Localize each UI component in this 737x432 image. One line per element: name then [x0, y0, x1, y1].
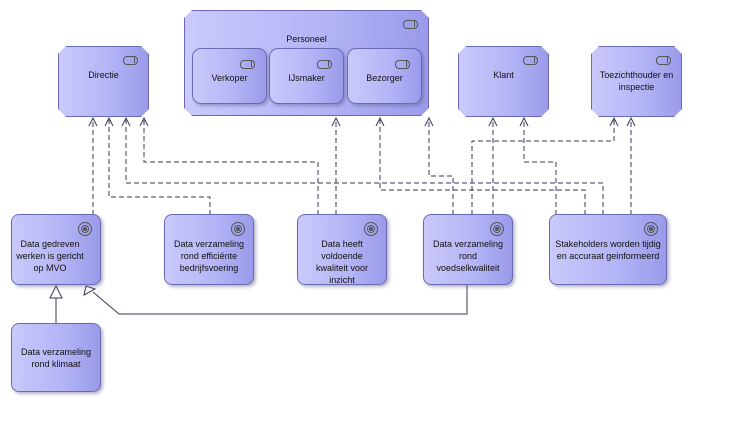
goal-label: Data heeft voldoende kwaliteit voor inzi…: [315, 239, 369, 285]
actor-label: Klant: [493, 70, 514, 80]
actor-label: Personeel: [286, 34, 327, 44]
role-label: Bezorger: [366, 73, 403, 83]
actor-label: Directie: [88, 70, 119, 80]
goal-data-kwaliteit[interactable]: Data heeft voldoende kwaliteit voor inzi…: [297, 214, 387, 285]
actor-label: Toezichthouder en inspectie: [599, 70, 674, 92]
actor-icon: [123, 56, 138, 65]
link-stakeholders-bezorger: [379, 120, 586, 215]
arrowhead: [424, 116, 434, 127]
specialization-head: [49, 284, 63, 299]
arrowhead: [488, 116, 498, 127]
goal-icon: [490, 222, 504, 236]
arrowhead: [626, 116, 636, 127]
role-bezorger[interactable]: Bezorger: [347, 48, 422, 104]
role-label: Verkoper: [211, 73, 248, 83]
arrowhead: [104, 116, 114, 127]
role-label: IJsmaker: [288, 73, 325, 83]
arrowhead: [375, 116, 385, 127]
actor-toezicht[interactable]: Toezichthouder en inspectie: [591, 46, 682, 117]
role-icon: [240, 60, 255, 69]
link-voedsel-mvo: [92, 285, 468, 315]
goal-icon: [78, 222, 92, 236]
goal-label: Data gedreven werken is gericht op MVO: [16, 239, 84, 273]
link-bedrijf-directie: [108, 120, 211, 215]
actor-klant[interactable]: Klant: [458, 46, 549, 117]
goal-label: Data verzameling rond efficiënte bedrijf…: [173, 239, 245, 273]
goal-data-voedsel[interactable]: Data verzameling rond voedselkwaliteit: [423, 214, 513, 285]
role-verkoper[interactable]: Verkoper: [192, 48, 267, 104]
link-voedsel-toezicht: [471, 120, 615, 215]
role-icon: [395, 60, 410, 69]
goal-icon: [364, 222, 378, 236]
goal-label: Data verzameling rond klimaat: [20, 347, 92, 369]
link-voedsel-personeel: [428, 120, 454, 215]
link-stakeholders-directie: [125, 120, 604, 215]
arrowhead: [121, 116, 131, 127]
link-stakeholders-klant: [523, 120, 557, 215]
arrowhead: [609, 116, 619, 127]
actor-icon: [656, 56, 671, 65]
goal-label: Data verzameling rond voedselkwaliteit: [432, 239, 504, 273]
arrowhead: [519, 116, 529, 127]
arrowhead: [331, 116, 341, 127]
goal-data-bedrijf[interactable]: Data verzameling rond efficiënte bedrijf…: [164, 214, 254, 285]
goal-icon: [644, 222, 658, 236]
goal-label: Stakeholders worden tijdig en accuraat g…: [555, 239, 661, 261]
goal-icon: [231, 222, 245, 236]
actor-icon: [403, 20, 418, 29]
arrowhead: [139, 116, 149, 127]
goal-data-mvo[interactable]: Data gedreven werken is gericht op MVO: [11, 214, 101, 285]
role-ijsmaker[interactable]: IJsmaker: [269, 48, 344, 104]
actor-directie[interactable]: Directie: [58, 46, 149, 117]
link-kwaliteit-directie: [143, 120, 319, 215]
goal-stakeholders[interactable]: Stakeholders worden tijdig en accuraat g…: [549, 214, 667, 285]
arrowhead: [88, 116, 98, 127]
actor-icon: [523, 56, 538, 65]
role-icon: [317, 60, 332, 69]
goal-data-klimaat[interactable]: Data verzameling rond klimaat: [11, 323, 101, 392]
specialization-head: [83, 285, 97, 296]
